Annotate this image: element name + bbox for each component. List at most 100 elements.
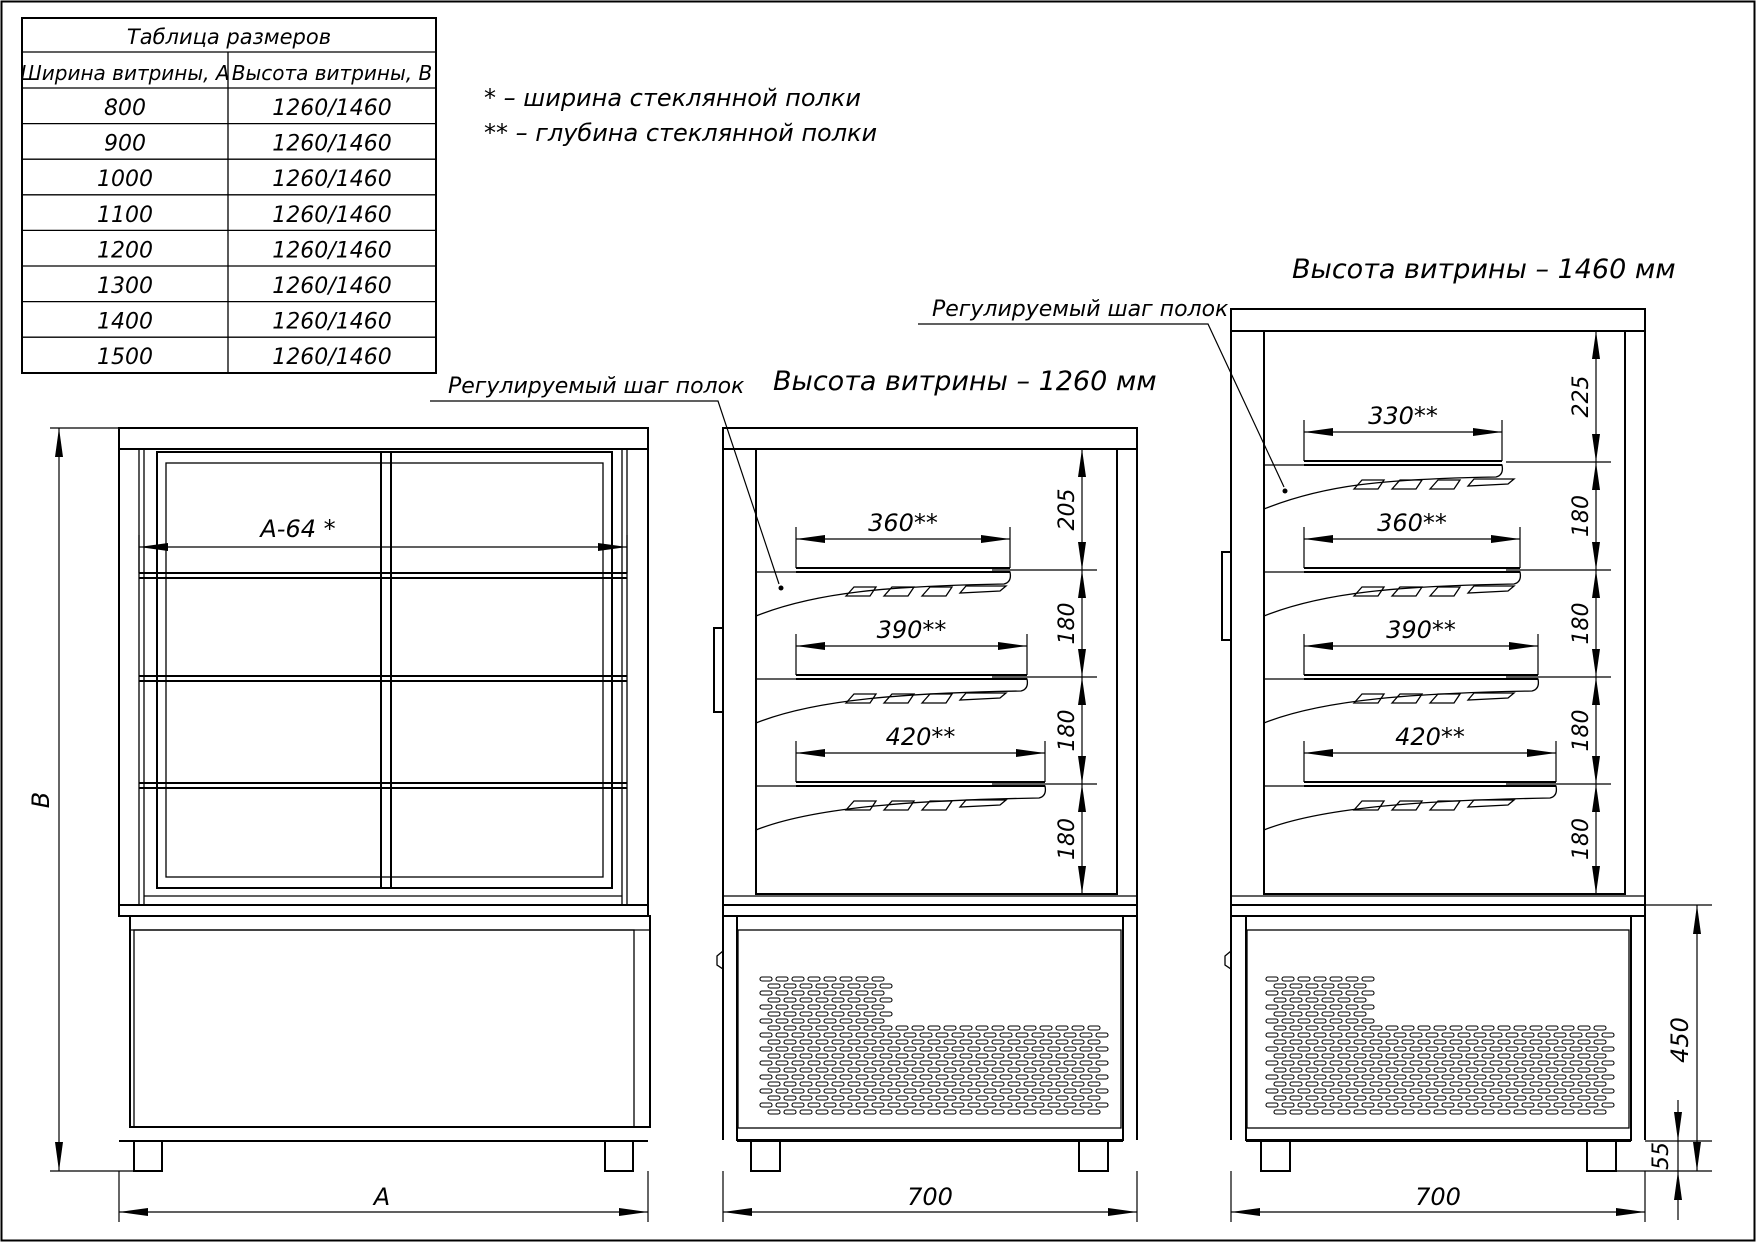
- vent-hole: [1337, 1067, 1351, 1073]
- vent-hole: [1585, 1074, 1599, 1080]
- vent-hole: [999, 1074, 1013, 1080]
- vent-hole: [1601, 1102, 1615, 1108]
- bracket-slot: [882, 693, 916, 704]
- vent-hole: [1023, 1081, 1037, 1087]
- vent-hole: [1513, 1025, 1527, 1031]
- vent-hole: [855, 1088, 869, 1094]
- vent-hole: [1545, 1081, 1559, 1087]
- shelf-depth-label: 390**: [1386, 616, 1456, 644]
- vent-hole: [1047, 1046, 1061, 1052]
- vent-hole: [911, 1039, 925, 1045]
- vent-hole: [1047, 1088, 1061, 1094]
- vent-hole: [895, 1039, 909, 1045]
- vent-hole: [807, 976, 821, 982]
- vent-hole: [1537, 1060, 1551, 1066]
- size-table-width-cell: 1500: [97, 345, 153, 370]
- vent-hole: [815, 997, 829, 1003]
- vent-hole: [791, 1060, 805, 1066]
- vent-hole: [1007, 1025, 1021, 1031]
- vent-hole: [1055, 1095, 1069, 1101]
- vent-hole: [1079, 1032, 1093, 1038]
- vent-hole: [1321, 1011, 1335, 1017]
- bracket-slot: [844, 586, 878, 597]
- vent-hole: [1047, 1032, 1061, 1038]
- vent-hole: [1055, 1081, 1069, 1087]
- vent-hole: [1273, 997, 1287, 1003]
- vent-hole: [1473, 1032, 1487, 1038]
- vent-hole: [1297, 976, 1311, 982]
- vent-hole: [1337, 1081, 1351, 1087]
- shelf-step-label: 180: [1055, 603, 1080, 645]
- vent-hole: [1377, 1060, 1391, 1066]
- vent-hole: [1545, 1039, 1559, 1045]
- vent-hole: [1015, 1102, 1029, 1108]
- vent-hole: [1273, 1053, 1287, 1059]
- vent-hole: [1449, 1053, 1463, 1059]
- vent-hole: [951, 1032, 965, 1038]
- vent-hole: [1489, 1074, 1503, 1080]
- vent-hole: [1345, 1088, 1359, 1094]
- size-table-height-cell: 1260/1460: [272, 132, 391, 157]
- vent-hole: [1369, 1095, 1383, 1101]
- vent-hole: [1489, 1032, 1503, 1038]
- vent-hole: [1361, 1102, 1375, 1108]
- side-1460-base-height-label: 450: [1666, 1017, 1694, 1063]
- vent-hole: [959, 1067, 973, 1073]
- size-table-height-cell: 1260/1460: [272, 238, 391, 263]
- vent-hole: [887, 1032, 901, 1038]
- vent-hole: [791, 1046, 805, 1052]
- vent-hole: [1401, 1025, 1415, 1031]
- vent-hole: [1513, 1039, 1527, 1045]
- vent-hole: [871, 1004, 885, 1010]
- vent-hole: [1593, 1025, 1607, 1031]
- vent-hole: [823, 1018, 837, 1024]
- vent-hole: [967, 1046, 981, 1052]
- vent-hole: [775, 1074, 789, 1080]
- vent-hole: [839, 1032, 853, 1038]
- vent-hole: [1497, 1039, 1511, 1045]
- vent-hole: [847, 1109, 861, 1115]
- vent-hole: [1601, 1074, 1615, 1080]
- vent-hole: [1329, 1004, 1343, 1010]
- vent-hole: [1489, 1088, 1503, 1094]
- vent-hole: [999, 1102, 1013, 1108]
- vent-hole: [791, 1004, 805, 1010]
- vent-hole: [807, 1060, 821, 1066]
- vent-hole: [1055, 1109, 1069, 1115]
- vent-hole: [1039, 1095, 1053, 1101]
- bracket-slot: [1466, 799, 1516, 808]
- vent-hole: [895, 1025, 909, 1031]
- vent-hole: [1305, 1025, 1319, 1031]
- vent-hole: [887, 1046, 901, 1052]
- vent-hole: [871, 1046, 885, 1052]
- vent-hole: [807, 1032, 821, 1038]
- vent-hole: [999, 1032, 1013, 1038]
- vent-hole: [1031, 1032, 1045, 1038]
- vent-hole: [1071, 1095, 1085, 1101]
- side-1460-callout: Регулируемый шаг полок: [932, 297, 1229, 322]
- vent-hole: [1087, 1081, 1101, 1087]
- vent-hole: [1601, 1046, 1615, 1052]
- vent-hole: [1385, 1067, 1399, 1073]
- vent-hole: [927, 1081, 941, 1087]
- bracket-slot: [1428, 693, 1462, 704]
- vent-hole: [1063, 1102, 1077, 1108]
- note-shelf-width: * – ширина стеклянной полки: [484, 84, 861, 112]
- vent-hole: [1289, 1109, 1303, 1115]
- vent-hole: [1457, 1032, 1471, 1038]
- vent-hole: [855, 1018, 869, 1024]
- vent-hole: [1529, 1067, 1543, 1073]
- vent-hole: [1079, 1060, 1093, 1066]
- vent-hole: [1095, 1102, 1109, 1108]
- vent-hole: [919, 1088, 933, 1094]
- shelf-step-label: 180: [1569, 710, 1594, 752]
- vent-hole: [1497, 1053, 1511, 1059]
- vent-hole: [1313, 990, 1327, 996]
- vent-hole: [967, 1102, 981, 1108]
- vent-hole: [1361, 1004, 1375, 1010]
- vent-hole: [759, 1032, 773, 1038]
- vent-hole: [1553, 1032, 1567, 1038]
- bracket-slot: [958, 585, 1008, 594]
- vent-hole: [1095, 1074, 1109, 1080]
- vent-hole: [1305, 1081, 1319, 1087]
